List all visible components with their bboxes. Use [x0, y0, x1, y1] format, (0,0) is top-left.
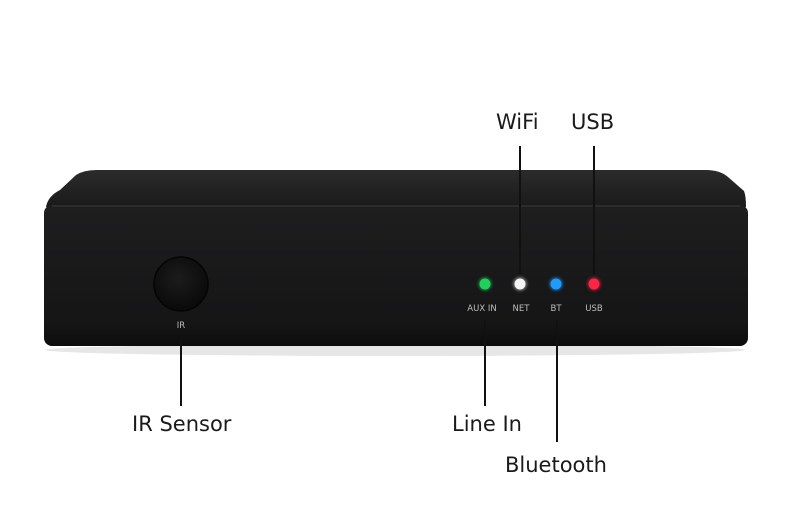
- leader-line-wifi: [519, 146, 521, 274]
- callout-line-in: Line In: [452, 412, 522, 436]
- callout-wifi: WiFi: [496, 110, 539, 134]
- led-net: [514, 278, 526, 290]
- led-bt: [550, 278, 562, 290]
- device-top-surface: [46, 170, 746, 207]
- callout-ir-sensor: IR Sensor: [132, 412, 232, 436]
- leader-line-line-in: [484, 320, 486, 406]
- device-front-face: [44, 205, 748, 346]
- ir-sensor-window: [153, 256, 209, 312]
- callout-bluetooth: Bluetooth: [505, 453, 607, 477]
- leader-line-ir-sensor: [180, 336, 182, 406]
- floor-shadow: [45, 344, 745, 356]
- led-label-usb: USB: [585, 304, 603, 314]
- leader-line-usb: [593, 146, 595, 274]
- ir-window-label: IR: [177, 321, 186, 331]
- led-label-bt: BT: [550, 304, 562, 314]
- led-usb: [588, 278, 600, 290]
- leader-line-bluetooth: [556, 320, 558, 442]
- led-label-aux-in: AUX IN: [467, 304, 496, 314]
- led-aux-in: [479, 278, 491, 290]
- led-label-net: NET: [513, 304, 531, 314]
- callout-usb: USB: [571, 110, 615, 134]
